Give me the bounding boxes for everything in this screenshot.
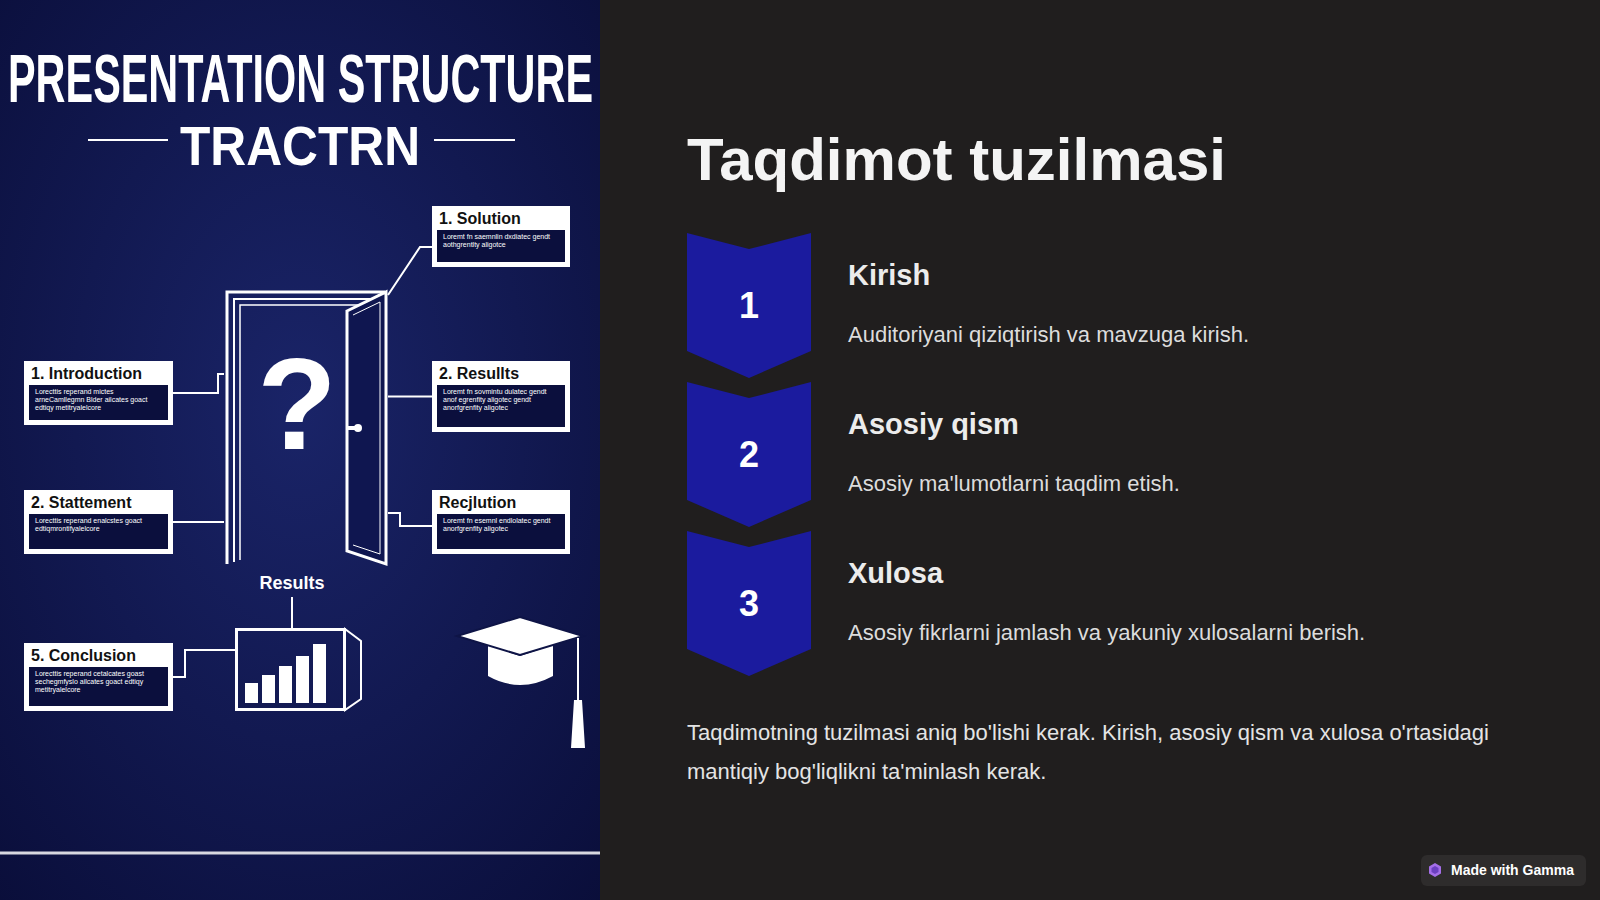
box-body: Loremt fn esemnl endlolatec gendt anorfg… xyxy=(437,514,565,549)
illustration-subtitle: TRACTRN xyxy=(180,119,420,174)
chart-frame-side xyxy=(345,629,361,710)
chart-bar xyxy=(279,666,292,703)
badge-hexagon-inner xyxy=(1432,866,1439,874)
box-heading: Recjlution xyxy=(434,492,568,514)
box-body: Loremt fn saemnlin dxdiatec gendt aothgr… xyxy=(437,230,565,262)
box-heading: 1. Introduction xyxy=(26,363,171,385)
chart-bar xyxy=(313,644,326,703)
chart-frame xyxy=(237,630,345,710)
box-body: Lorecttis reperand enalcstes goact edtiq… xyxy=(29,514,168,549)
box-body: Loremt fn sovmintu dulatec gendt anof eg… xyxy=(437,385,565,427)
badge-icon xyxy=(1428,863,1442,877)
step-number: 3 xyxy=(687,584,811,624)
door-question-mark: ? xyxy=(232,339,362,469)
chart-heading: Results xyxy=(232,572,352,594)
graduation-cap xyxy=(457,617,585,748)
step-number: 2 xyxy=(687,435,811,475)
connector-line xyxy=(173,521,224,523)
step-description: Asosiy ma'lumotlarni taqdim etish. xyxy=(848,470,1180,498)
box-heading: 5. Conclusion xyxy=(26,645,171,667)
chart-bar xyxy=(245,683,258,703)
section-box: 5. ConclusionLorecttis reperand cetalcat… xyxy=(24,643,173,711)
section-box: 1. IntroductionLorecttis reperand mictes… xyxy=(24,361,173,425)
step-description: Asosiy fikrlarni jamlash va yakuniy xulo… xyxy=(848,619,1365,647)
chevron-shape xyxy=(687,531,811,676)
step-heading: Kirish xyxy=(848,257,930,293)
chart-bar xyxy=(262,675,275,703)
chevron-shape xyxy=(687,233,811,378)
results-chart: Results xyxy=(235,628,362,711)
results-chart-outline xyxy=(235,628,362,711)
step-heading: Xulosa xyxy=(848,555,943,591)
box-body: Lorecttis reperand mictes arneCamllegmn … xyxy=(29,385,168,420)
step-heading: Asosiy qism xyxy=(848,406,1019,442)
section-box: 2. StattementLorecttis reperand enalcste… xyxy=(24,490,173,554)
section-box: 1. SolutionLoremt fn saemnlin dxdiatec g… xyxy=(432,206,570,267)
step-number: 1 xyxy=(687,286,811,326)
illustration-panel xyxy=(0,0,600,900)
bottom-rule xyxy=(0,852,600,855)
chart-bar xyxy=(296,656,309,703)
connector-line xyxy=(388,513,432,526)
box-heading: 2. Resullts xyxy=(434,363,568,385)
section-box: 2. ResulltsLoremt fn sovmintu dulatec ge… xyxy=(432,361,570,432)
box-heading: 2. Stattement xyxy=(26,492,171,514)
subtitle-rule xyxy=(88,139,168,141)
step-chevron: 3XulosaAsosiy fikrlarni jamlash va yakun… xyxy=(687,531,811,676)
cap-cord xyxy=(577,638,579,700)
chevron-shape xyxy=(687,382,811,527)
content-panel xyxy=(600,0,1600,900)
watermark-badge: Made with Gamma xyxy=(1421,855,1586,886)
step-chevron: 2Asosiy qismAsosiy ma'lumotlarni taqdim … xyxy=(687,382,811,527)
cap-tassel xyxy=(571,700,585,748)
door-frame xyxy=(227,292,385,564)
illustration-title: PRESENTATION STRUCTURE xyxy=(8,44,593,112)
step-chevron: 1KirishAuditoriyani qiziqtirish va mavzu… xyxy=(687,233,811,378)
door-illustration: ? xyxy=(224,289,388,564)
connector-line xyxy=(388,247,432,295)
body-paragraph: Taqdimotning tuzilmasi aniq bo'lishi ker… xyxy=(687,713,1497,791)
connector-line xyxy=(388,396,432,398)
slide-title: Taqdimot tuzilmasi xyxy=(687,124,1226,196)
connector-line xyxy=(173,650,235,677)
subtitle-rule xyxy=(434,139,515,141)
connector-line xyxy=(173,374,224,393)
box-body: Lorecttis reperand cetalcates goast sech… xyxy=(29,667,168,706)
door-leaf xyxy=(347,292,386,564)
cap-board xyxy=(457,617,583,655)
step-description: Auditoriyani qiziqtirish va mavzuga kiri… xyxy=(848,321,1249,349)
box-heading: 1. Solution xyxy=(434,208,568,230)
chart-leader-line xyxy=(291,597,293,628)
section-box: RecjlutionLoremt fn esemnl endlolatec ge… xyxy=(432,490,570,554)
door-handle-bar xyxy=(348,426,358,430)
